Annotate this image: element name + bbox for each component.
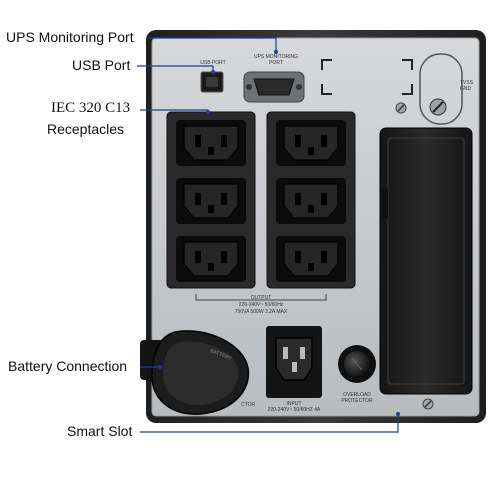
leader-dots [158,50,400,416]
input-power-connector[interactable] [266,326,322,398]
iec-receptacle[interactable] [275,119,347,167]
connector-partial-label: CTOR [241,402,255,408]
bracket-mark [321,59,413,95]
overload-label: OVERLOAD [343,392,371,398]
callout-usb-port: USB Port [72,57,131,73]
callout-smart-slot: Smart Slot [67,423,133,439]
iec-receptacle[interactable] [175,177,247,225]
leader-ups-monitoring [148,37,277,52]
protector-label: PROTECTOR [341,398,373,404]
input-rating-label: 220-240V~ 50/60HZ 4A [268,407,321,413]
iec-receptacle[interactable] [275,235,347,283]
callout-iec-line1: IEC 320 C13 [51,100,131,116]
overload-protector-button[interactable] [338,345,376,383]
leader-smart-slot [140,414,399,433]
input-label: INPUT [287,401,302,407]
smart-slot[interactable] [379,127,473,395]
tvss-ground-area [419,53,463,125]
callout-iec-line2: Receptacles [47,121,125,137]
output-rating-label: 750VA 500W 3.2A MAX [235,309,288,315]
screw-icon [429,98,447,116]
iec-receptacle[interactable] [275,177,347,225]
output-voltage-label: 220-240V~ 50/60Hz [239,302,284,308]
iec-receptacle[interactable] [175,119,247,167]
iec-receptacle[interactable] [175,235,247,283]
callout-ups-monitoring-port: UPS Monitoring Port [6,29,134,45]
screw-icon [395,102,407,114]
ups-monitoring-panel-label-1: UPS MONITORING [254,54,298,60]
usb-port-panel-label: USB PORT [200,60,225,66]
output-bracket [195,294,327,301]
ups-monitoring-port[interactable] [243,71,305,103]
battery-plug-icon[interactable]: BATTERY [140,330,250,415]
gnd-label: GND [460,86,472,92]
ups-monitoring-panel-label-2: PORT [269,60,283,66]
callout-battery-connection: Battery Connection [8,358,128,374]
output-label: OUTPUT [251,295,272,301]
screw-icon [422,398,434,410]
tvss-label: TVSS [460,80,474,86]
